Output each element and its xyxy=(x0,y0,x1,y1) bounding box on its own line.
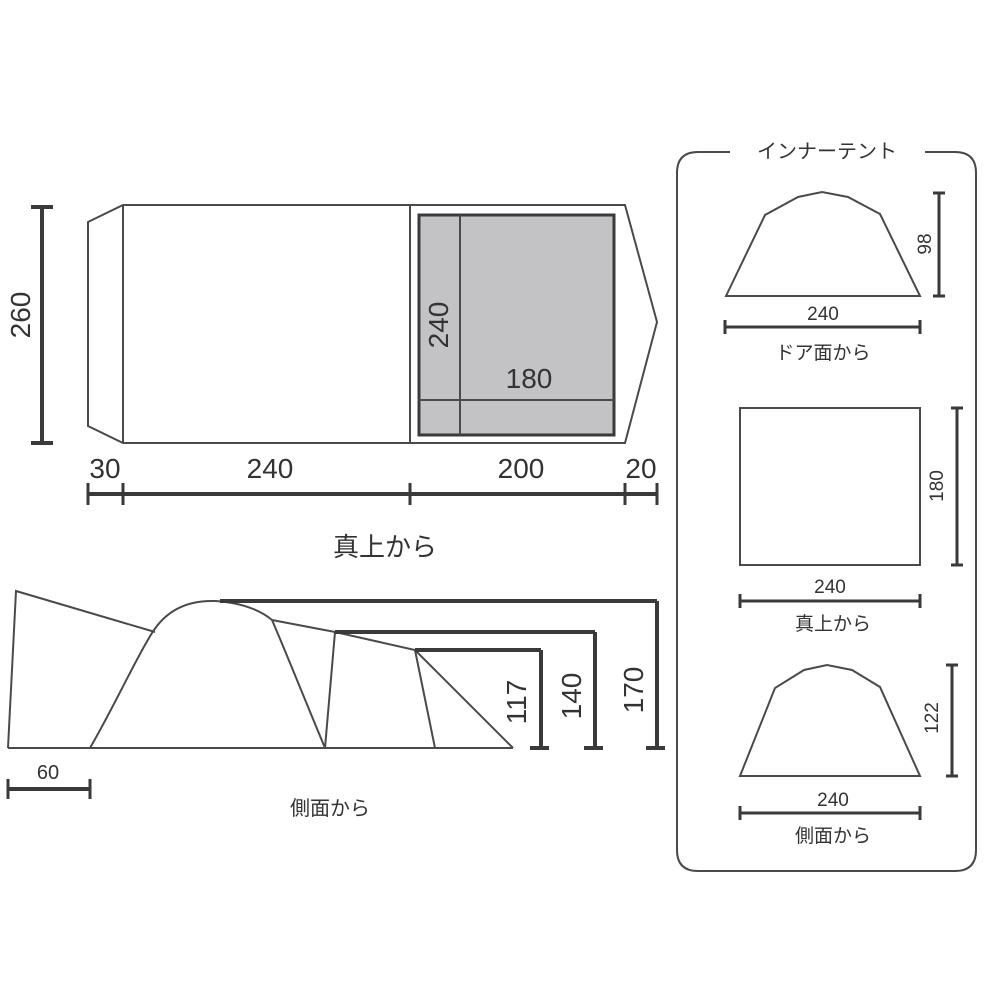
inner-top-width-label: 240 xyxy=(814,577,846,598)
rear-end-line xyxy=(414,649,436,749)
segment-label-rear: 20 xyxy=(625,453,656,484)
top-view: 240 180 260 30 240 200 20 真上から xyxy=(5,204,659,562)
panel-title: インナーテント xyxy=(757,141,897,163)
door-view-caption: ドア面から xyxy=(775,343,870,364)
inner-side-caption: 側面から xyxy=(795,825,871,847)
inner-top-height-label: 180 xyxy=(927,470,948,502)
inner-height-label: 240 xyxy=(423,302,454,349)
door-view-outline xyxy=(724,190,922,297)
tent-top-outline xyxy=(87,204,659,444)
side-view-caption: 側面から xyxy=(290,797,370,820)
overall-width-label: 260 xyxy=(5,292,36,339)
segment-label-living: 240 xyxy=(247,453,294,484)
height-label-140: 140 xyxy=(556,673,587,720)
inner-side-outline xyxy=(738,663,922,777)
panel-border xyxy=(676,151,977,872)
side-view: 117 140 170 60 側面から xyxy=(6,589,665,820)
rear-pole-line xyxy=(324,631,336,749)
inner-top-outline xyxy=(739,407,921,566)
vestibule-label: 60 xyxy=(37,762,59,784)
door-height-label: 98 xyxy=(915,233,936,254)
top-view-caption: 真上から xyxy=(333,532,437,562)
front-panel-outline xyxy=(7,589,156,749)
rear-roof-outline xyxy=(271,619,514,749)
inner-tent-area xyxy=(417,213,616,437)
segment-label-front: 30 xyxy=(89,453,120,484)
inner-tent-panel: インナーテント 98 240 ドア面から 180 240 真上から 122 24… xyxy=(676,141,977,872)
segment-label-inner: 200 xyxy=(498,453,545,484)
inner-top-caption: 真上から xyxy=(795,613,871,635)
inner-width-label: 180 xyxy=(506,363,553,394)
door-width-label: 240 xyxy=(807,304,839,325)
height-label-117: 117 xyxy=(501,680,532,725)
inner-side-height-label: 122 xyxy=(922,702,943,734)
inner-side-width-label: 240 xyxy=(817,790,849,811)
height-label-170: 170 xyxy=(618,667,649,714)
main-dome-outline xyxy=(89,599,326,749)
